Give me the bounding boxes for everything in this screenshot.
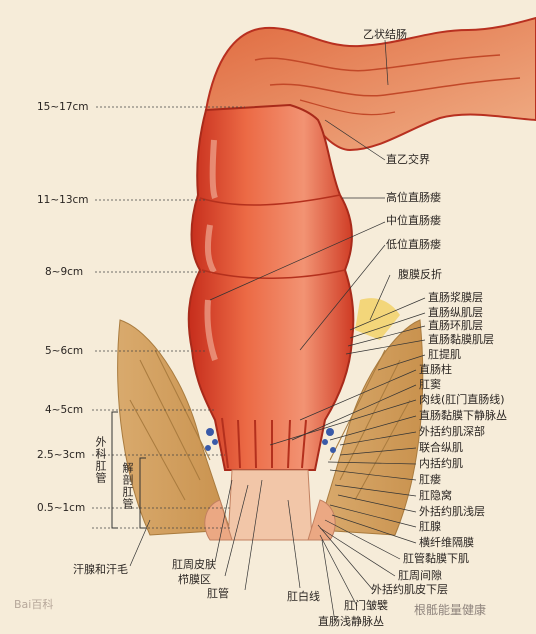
structure-label: 肛提肌	[428, 348, 461, 361]
structure-label: 内括约肌	[419, 457, 463, 470]
structure-label: 直肠浅静脉丛	[318, 615, 384, 628]
surgical-anal-canal-label: 外科肛管	[94, 436, 107, 484]
distance-label: 0.5~1cm	[37, 502, 86, 514]
anal-canal-brackets	[111, 411, 146, 529]
anal-canal	[227, 469, 313, 541]
structure-label: 直肠黏膜下静脉丛	[419, 409, 507, 422]
distance-label: 15~17cm	[37, 101, 89, 113]
structure-label: 肛管	[207, 587, 229, 600]
peritoneal-fat	[355, 298, 400, 340]
distance-label: 11~13cm	[37, 194, 89, 206]
channel-watermark: 根骶能量健康	[414, 603, 487, 617]
structure-label: 直肠黏膜肌层	[428, 333, 494, 346]
distance-label: 4~5cm	[45, 404, 84, 416]
structure-label: 肉线(肛门直肠线)	[419, 393, 505, 406]
structure-label: 肛周皮肤	[172, 558, 216, 571]
sigmoid-colon	[204, 16, 536, 152]
structure-label: 肛白线	[287, 590, 320, 603]
leader-lines	[129, 39, 426, 623]
distance-guides	[92, 106, 245, 529]
structure-label: 外括约肌深部	[419, 425, 485, 438]
structure-label: 外括约肌浅层	[419, 505, 485, 518]
structure-label: 肛瘘	[419, 473, 441, 486]
baidu-watermark: Bai百科	[14, 598, 54, 611]
structure-label: 腹膜反折	[398, 268, 442, 281]
sigmoid-colon-label: 乙状结肠	[363, 28, 407, 41]
levator-ani-muscle	[117, 319, 424, 536]
anatomical-anal-canal-label: 解剖肛管	[121, 462, 134, 510]
structure-label: 直肠柱	[419, 363, 452, 376]
structure-label: 肛窦	[419, 378, 441, 391]
structure-label: 肛管黏膜下肌	[403, 552, 469, 565]
structure-label: 直肠环肌层	[428, 319, 483, 332]
structure-label: 联合纵肌	[419, 441, 463, 454]
rectum	[187, 103, 355, 471]
structure-label: 直肠浆膜层	[428, 291, 483, 304]
structure-label: 肛隐窝	[419, 489, 452, 502]
structure-label: 汗腺和汗毛	[73, 563, 128, 576]
structure-label: 肛周间隙	[398, 569, 442, 582]
structure-label: 低位直肠瘘	[386, 238, 441, 251]
structure-label: 中位直肠瘘	[386, 214, 441, 227]
structure-label: 直乙交界	[386, 153, 430, 166]
structure-label: 直肠纵肌层	[428, 306, 483, 319]
structure-label: 栉膜区	[178, 573, 211, 586]
structure-label: 肛门皱襞	[344, 599, 388, 612]
distance-label: 2.5~3cm	[37, 449, 86, 461]
structure-label: 高位直肠瘘	[386, 191, 441, 204]
venous-plexus	[205, 428, 336, 453]
structure-label: 外括约肌皮下层	[371, 583, 448, 596]
distance-label: 5~6cm	[45, 345, 84, 357]
structure-label: 横纤维隔膜	[419, 536, 474, 549]
structure-label: 肛腺	[419, 520, 441, 533]
distance-label: 8~9cm	[45, 266, 84, 278]
